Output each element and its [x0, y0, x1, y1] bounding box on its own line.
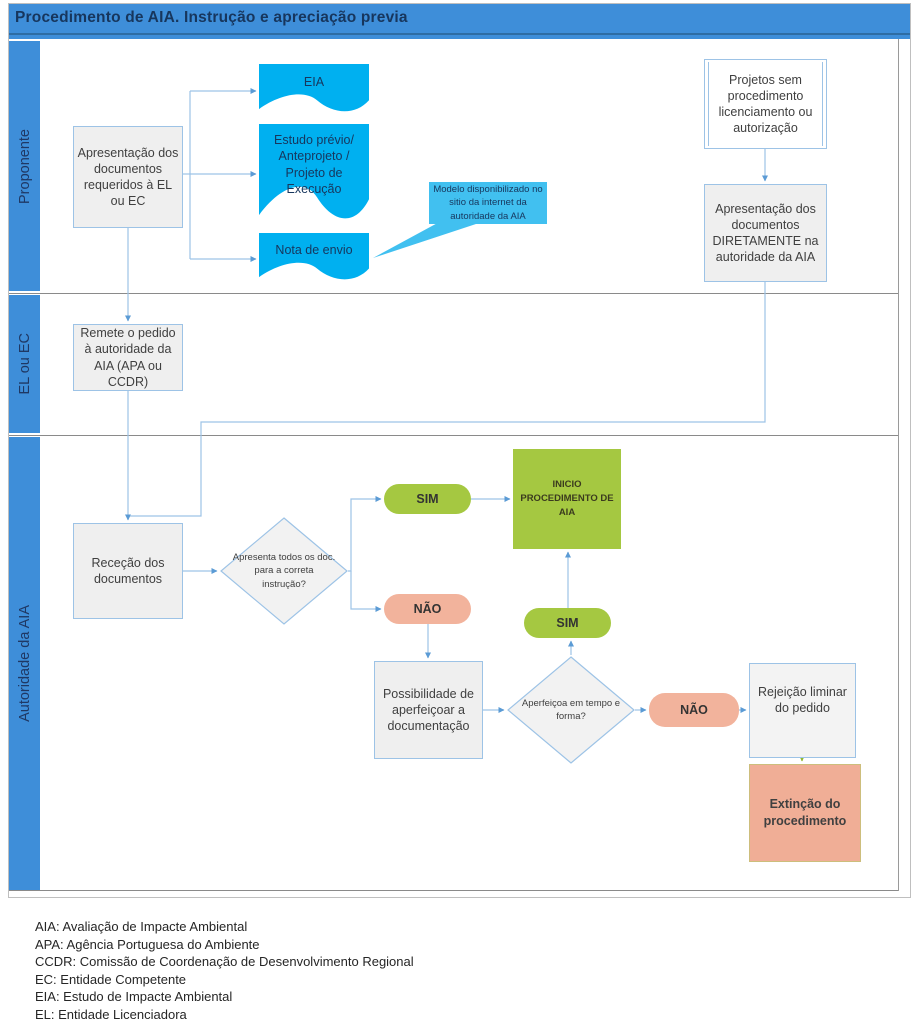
node-projetos-sem: Projetos sem procedimento licenciamento …: [704, 59, 827, 149]
node-extincao-label: Extinção do procedimento: [763, 797, 847, 828]
callout-modelo: Modelo disponibilizado no sitio da inter…: [429, 182, 547, 224]
pill-sim-2: SIM: [524, 608, 611, 638]
legend-item: CCDR: Comissão de Coordenação de Desenvo…: [35, 954, 414, 969]
node-apresentacao-direta: Apresentação dos documentos DIRETAMENTE …: [704, 184, 827, 282]
lane-divider-2: [9, 435, 898, 436]
node-possibilidade-label: Possibilidade de aperfeiçoar a documenta…: [382, 686, 475, 734]
diamond-shape-icon: [507, 656, 635, 764]
lane-el-ou-ec-label: EL ou EC: [16, 333, 33, 395]
legend-item: APA: Agência Portuguesa do Ambiente: [35, 936, 260, 952]
lane-proponente-label: Proponente: [16, 128, 33, 204]
lane-autoridade-aia-label: Autoridade da AIA: [16, 605, 33, 722]
node-remete-pedido-label: Remete o pedido à autoridade da AIA (APA…: [80, 326, 176, 389]
legend-item: AIA: Avaliação de Impacte Ambiental: [35, 919, 248, 934]
diagram-right-border: [898, 39, 899, 891]
lane-divider-1: [9, 293, 898, 294]
node-doc-nota-label: Nota de envio: [275, 243, 353, 258]
node-doc-nota: Nota de envio: [259, 233, 369, 281]
pill-sim-1: SIM: [384, 484, 471, 514]
diagram-bottom-border: [9, 890, 898, 891]
pill-nao-2-label: NÃO: [680, 703, 708, 717]
node-apresentacao-el-ec: Apresentação dos documentos requeridos à…: [73, 126, 183, 228]
legend: AIA: Avaliação de Impacte Ambiental APA:…: [35, 918, 414, 1023]
pill-nao-1: NÃO: [384, 594, 471, 624]
node-inicio-procedimento: INICIO PROCEDIMENTO DE AIA: [513, 449, 621, 549]
document-shape-icon: [259, 64, 369, 112]
pill-sim-1-label: SIM: [416, 492, 439, 506]
node-projetos-sem-label: Projetos sem procedimento licenciamento …: [718, 72, 813, 136]
node-doc-estudo: Estudo prévio/ Anteprojeto / Projeto de …: [259, 124, 369, 223]
lane-autoridade-aia: Autoridade da AIA: [9, 437, 40, 890]
lane-proponente: Proponente: [9, 41, 40, 291]
node-rececao-docs: Receção dos documentos: [73, 523, 183, 619]
node-doc-eia-label: EIA: [303, 74, 325, 89]
swimlane-diagram: Proponente EL ou EC Autoridade da AIA: [8, 3, 911, 898]
callout-tail: [373, 220, 479, 258]
lane-el-ou-ec: EL ou EC: [9, 295, 40, 433]
diamond-shape-icon: [220, 517, 348, 625]
node-possibilidade: Possibilidade de aperfeiçoar a documenta…: [374, 661, 483, 759]
node-decisao-instrucao-label: Apresenta todos os doc. para a correta i…: [232, 552, 336, 590]
node-doc-eia: EIA: [259, 64, 369, 113]
document-shape-icon: [259, 233, 369, 280]
node-rececao-docs-label: Receção dos documentos: [91, 555, 165, 586]
node-extincao: Extinção do procedimento: [749, 764, 861, 862]
callout-modelo-label: Modelo disponibilizado no sitio da inter…: [433, 184, 543, 222]
pill-nao-2: NÃO: [649, 693, 739, 727]
node-apresentacao-direta-label: Apresentação dos documentos DIRETAMENTE …: [712, 201, 819, 265]
legend-item: EL: Entidade Licenciadora: [35, 1006, 187, 1022]
legend-item: EIA: Estudo de Impacte Ambiental: [35, 989, 233, 1004]
node-rejeicao: Rejeição liminar do pedido: [749, 663, 856, 758]
pill-sim-2-label: SIM: [556, 616, 579, 630]
predefined-process-line: [822, 62, 823, 146]
node-decisao-instrucao: Apresenta todos os doc. para a correta i…: [220, 517, 348, 625]
node-decisao-aperfeicoa-label: Aperfeiçoa em tempo e forma?: [521, 697, 621, 722]
document-shape-icon: [259, 124, 369, 219]
predefined-process-line: [708, 62, 709, 146]
node-decisao-aperfeicoa: Aperfeiçoa em tempo e forma?: [507, 656, 635, 764]
node-doc-estudo-label: Estudo prévio/ Anteprojeto / Projeto de …: [274, 133, 354, 196]
pill-nao-1-label: NÃO: [413, 602, 442, 616]
node-inicio-procedimento-label: INICIO PROCEDIMENTO DE AIA: [520, 479, 614, 518]
node-rejeicao-label: Rejeição liminar do pedido: [758, 685, 847, 716]
legend-item: EC: Entidade Competente: [35, 971, 187, 987]
node-remete-pedido: Remete o pedido à autoridade da AIA (APA…: [73, 324, 183, 391]
title-bar: Procedimento de AIA. Instrução e aprecia…: [9, 4, 910, 39]
diagram-title: Procedimento de AIA. Instrução e aprecia…: [15, 9, 408, 26]
node-apresentacao-el-ec-label: Apresentação dos documentos requeridos à…: [77, 145, 179, 209]
